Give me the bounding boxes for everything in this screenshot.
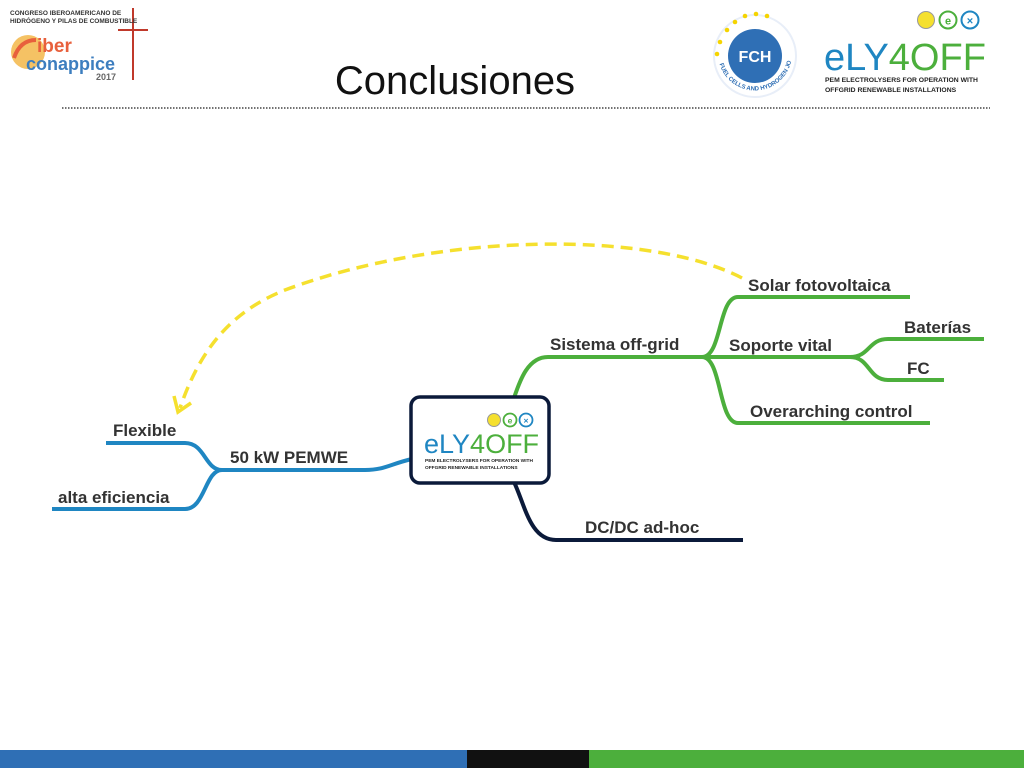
node-fc: FC	[907, 359, 930, 378]
node-50kw-pemwe: 50 kW PEMWE	[230, 448, 348, 467]
node-baterias: Baterías	[904, 318, 971, 337]
svg-text:e: e	[508, 416, 513, 426]
page-title: Conclusiones	[335, 59, 575, 103]
svg-text:×: ×	[967, 16, 973, 28]
center-ely-circles-icon: e ×	[487, 412, 534, 428]
green-branch-lines	[512, 295, 984, 425]
fch-mark: FCH	[739, 49, 772, 66]
logo-year: 2017	[96, 72, 116, 82]
swoosh-shape	[12, 38, 37, 59]
sun-shape	[11, 35, 45, 69]
logo-word-bottom: conappice	[26, 54, 115, 74]
svg-text:e: e	[945, 16, 951, 28]
star-ring-icon	[714, 11, 770, 57]
node-flexible: Flexible	[113, 421, 176, 440]
center-wordmark: eLY4OFF	[424, 429, 539, 459]
ely-subtitle-2: OFFGRID RENEWABLE INSTALLATIONS	[825, 87, 957, 94]
navy-branch-line	[512, 481, 743, 542]
feedback-dashed-arrow	[178, 242, 743, 409]
fch-disc	[728, 29, 782, 83]
iberconappice-logo: CONGRESO IBEROAMERICANO DE HIDRÓGENO Y P…	[10, 8, 148, 82]
node-soporte-vital: Soporte vital	[729, 336, 832, 355]
node-sistema-off-grid: Sistema off-grid	[550, 335, 679, 354]
center-subtitle-1: PEM ELECTROLYSERS FOR OPERATION WITH	[425, 458, 533, 464]
svg-text:×: ×	[524, 416, 529, 426]
ely-circles-icon: e ×	[917, 10, 980, 30]
node-dc-dc-ad-hoc: DC/DC ad-hoc	[585, 518, 699, 537]
node-solar-fotovoltaica: Solar fotovoltaica	[748, 276, 891, 295]
node-alta-eficiencia: alta eficiencia	[58, 488, 170, 507]
arrow-head-icon	[172, 395, 192, 415]
conference-name-line1: CONGRESO IBEROAMERICANO DE	[10, 10, 122, 17]
conference-name-line2: HIDRÓGENO Y PILAS DE COMBUSTIBLE	[10, 16, 138, 25]
central-node: e × eLY4OFF PEM ELECTROLYSERS FOR OPERAT…	[409, 395, 551, 485]
ely-wordmark: eLY4OFF	[824, 37, 986, 79]
ely-subtitle-1: PEM ELECTROLYSERS FOR OPERATION WITH	[825, 77, 978, 84]
center-subtitle-2: OFFGRID RENEWABLE INSTALLATIONS	[425, 465, 518, 471]
node-overarching-control: Overarching control	[750, 402, 912, 421]
logo-word-top: iber	[37, 36, 72, 57]
footer-color-bar	[0, 750, 1024, 768]
ely4off-logo: e × eLY4OFF PEM ELECTROLYSERS FOR OPERAT…	[824, 10, 986, 94]
blue-branch-lines	[52, 441, 413, 511]
